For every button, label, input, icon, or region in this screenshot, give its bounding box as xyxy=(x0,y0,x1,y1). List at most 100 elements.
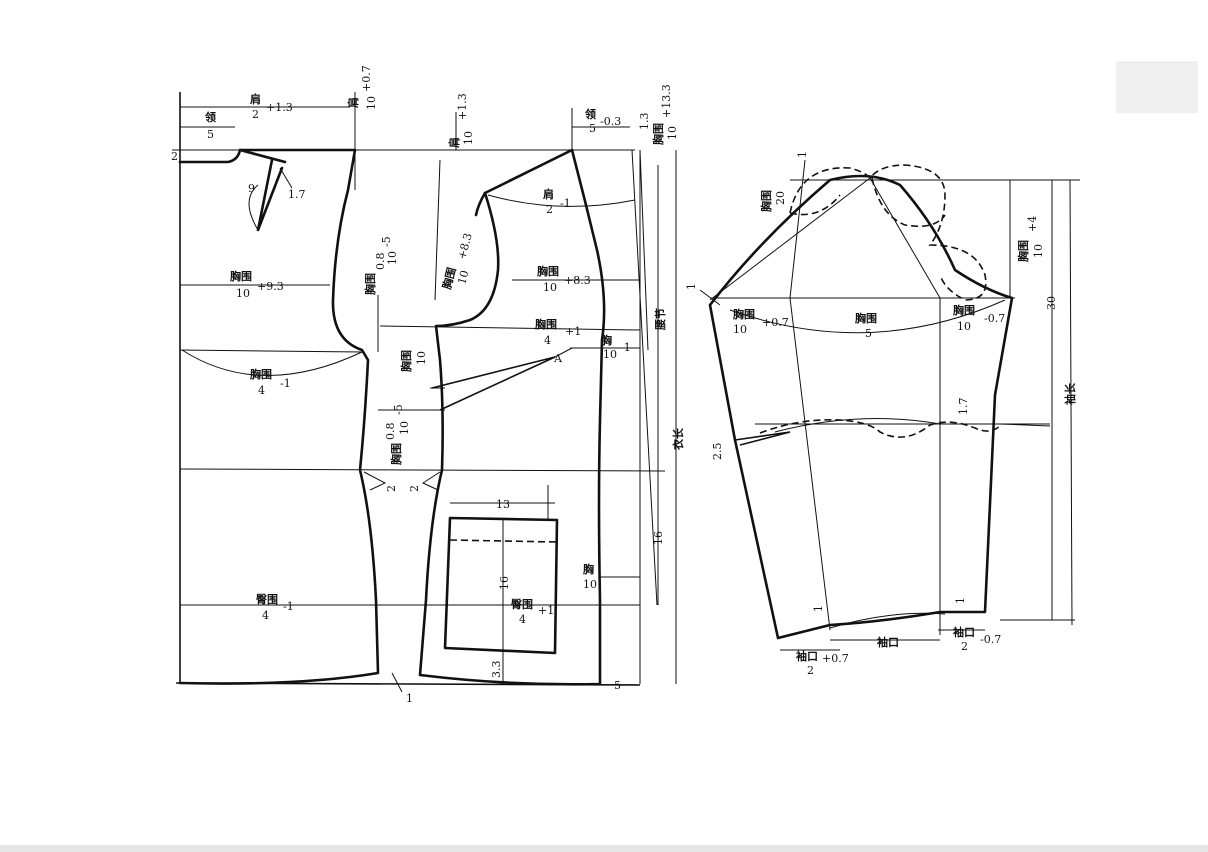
label-xiongwei-83: 胸围 xyxy=(537,264,559,278)
cap-diagonal xyxy=(709,177,871,301)
waist-line xyxy=(179,468,666,472)
pocket-outline xyxy=(443,516,559,655)
elbow-tick xyxy=(999,423,1051,427)
elbow-arc xyxy=(774,418,941,433)
label-xiongwei-085b-frac: 0.8 xyxy=(384,423,397,441)
label-jian-2-m1-add: -1 xyxy=(560,197,571,210)
front-waist-dart xyxy=(431,356,556,411)
label-s-xiongwei-m07-add: -0.7 xyxy=(984,312,1005,325)
label-xiongwei-4-p1-add: +1 xyxy=(565,325,581,338)
label-s-xiukou-r-add: -0.7 xyxy=(980,633,1001,646)
label-jian-13: 肩 xyxy=(447,137,461,148)
label-five: 5 xyxy=(614,679,621,692)
cuff-arc xyxy=(829,612,946,629)
label-s-one-a: 1 xyxy=(812,605,825,612)
side-mark-left xyxy=(363,471,387,491)
front-armhole-guide xyxy=(434,159,441,301)
label-s-xiongwei-5-den: 5 xyxy=(865,327,872,340)
elbow-dart xyxy=(734,431,791,446)
label-jian-top-add: +1.3 xyxy=(266,101,293,114)
label-one-bottom: 1 xyxy=(406,692,413,705)
sleeve-draft xyxy=(699,159,1080,651)
label-jian10: 肩 xyxy=(346,97,360,108)
label-ling-03-den: 5 xyxy=(589,122,596,135)
label-s-xiuchang: 袖长 xyxy=(1063,382,1077,405)
construction-lines xyxy=(172,92,677,686)
front-piece-outline xyxy=(418,148,606,686)
sleeve-guide-left xyxy=(789,297,831,631)
label-xiongwei-4-p1-den: 4 xyxy=(544,334,551,347)
hem-mark xyxy=(391,672,403,693)
label-ling-03-add: -0.3 xyxy=(600,115,621,128)
label-jian10-den: 10 xyxy=(365,96,378,110)
label-ling-den: 5 xyxy=(207,128,214,141)
label-xiongwei-4: 胸围 xyxy=(250,367,272,381)
label-s-two-five: 2.5 xyxy=(711,443,724,461)
chest-slant xyxy=(639,149,649,351)
cap-guide-mid xyxy=(869,177,941,299)
label-s-xiongwei-5: 胸围 xyxy=(855,311,877,325)
label-jian10-add: +0.7 xyxy=(360,65,373,92)
label-tunwei-left: 臀围 xyxy=(256,592,278,606)
label-xiongwei-085b-den: 10 xyxy=(398,421,411,435)
label-tunwei-left-den: 4 xyxy=(262,609,269,622)
label-yaojie: 腰节 xyxy=(653,308,667,331)
label-pocket-16: 16 xyxy=(498,576,511,590)
elbow-dashed-curve xyxy=(759,418,1001,438)
bodice-draft xyxy=(172,92,677,693)
label-xiongwei-085: 胸围 xyxy=(363,273,377,295)
label-s-xiongwei-4-den: 10 xyxy=(1032,244,1045,258)
label-tunwei-left-add: -1 xyxy=(283,600,294,613)
label-one-three: 1.3 xyxy=(638,113,651,131)
dart-tick xyxy=(279,167,293,189)
cap-guide-left xyxy=(789,159,806,299)
label-s-xiongwei-20-den: 20 xyxy=(774,191,787,205)
label-nine: 9 xyxy=(248,182,255,195)
label-s-one-seven: 1.7 xyxy=(957,398,970,416)
label-xiong-10-m1-den: 10 xyxy=(603,348,617,361)
bottom-border xyxy=(0,845,1208,852)
sleeve-construction xyxy=(709,159,1080,635)
label-tunwei-right: 臀围 xyxy=(511,597,533,611)
dart-arc xyxy=(248,184,259,231)
underarm-line-front xyxy=(379,325,641,331)
label-s-xiongwei-m07: 胸围 xyxy=(953,303,975,317)
pocket-fold-line xyxy=(449,539,558,543)
label-xiongwei-085-frac: 0.8 xyxy=(374,253,387,271)
label-xiongwei-085-sub: -5 xyxy=(380,236,393,247)
back-neckline xyxy=(238,148,287,164)
cap-dashed-curve-a xyxy=(789,164,987,301)
label-xiongwei-83-add: +8.3 xyxy=(564,274,591,287)
label-s-xiongwei-4: 胸围 xyxy=(1016,240,1030,262)
label-jian-2-m1: 肩 xyxy=(543,187,554,201)
label-xiongwei-085b: 胸围 xyxy=(389,443,403,465)
label-two: 2 xyxy=(171,150,178,163)
label-three-three: 3.3 xyxy=(490,661,503,679)
label-s-xiongwei-20: 胸围 xyxy=(759,190,773,212)
cap-arc-bottom xyxy=(729,299,1006,334)
label-s-xiongwei-07-add: +0.7 xyxy=(762,316,789,329)
label-xiongwei-83-v-den: 10 xyxy=(455,269,471,286)
label-xiongwei-83-v: 胸围 xyxy=(439,266,458,291)
dart-point-tick xyxy=(554,347,573,358)
front-edge-slant xyxy=(631,149,658,606)
label-xiongwei-93: 胸围 xyxy=(230,269,252,283)
label-tunwei-right-den: 4 xyxy=(519,613,526,626)
label-xiongwei-83-v-add: +8.3 xyxy=(455,232,474,261)
label-xiongwei-93-add: +9.3 xyxy=(257,280,284,293)
label-pocket-13: 13 xyxy=(496,498,510,511)
label-tunwei-right-add: +1 xyxy=(538,604,554,617)
label-s-xiongwei-07-den: 10 xyxy=(733,323,747,336)
label-s-xiongwei-m07-den: 10 xyxy=(957,320,971,333)
label-xiongwei-10-mid: 胸围 xyxy=(399,350,413,372)
label-jian-2-m1-den: 2 xyxy=(546,203,553,216)
sleeve-length-dim xyxy=(1069,179,1073,626)
dimension-labels: 领 5 肩 2 +1.3 肩 10 +0.7 2 9 1.7 胸围 10 +9.… xyxy=(171,65,1077,705)
label-s-xiongwei-4-add: +4 xyxy=(1026,216,1039,232)
cap-dashed-curve-b xyxy=(789,177,946,228)
label-ling-03: 领 xyxy=(584,107,596,121)
label-s-xiukou-r: 袖口 xyxy=(953,625,975,639)
front-armhole xyxy=(474,191,487,217)
label-s-xiukou: 袖口 xyxy=(877,635,899,649)
